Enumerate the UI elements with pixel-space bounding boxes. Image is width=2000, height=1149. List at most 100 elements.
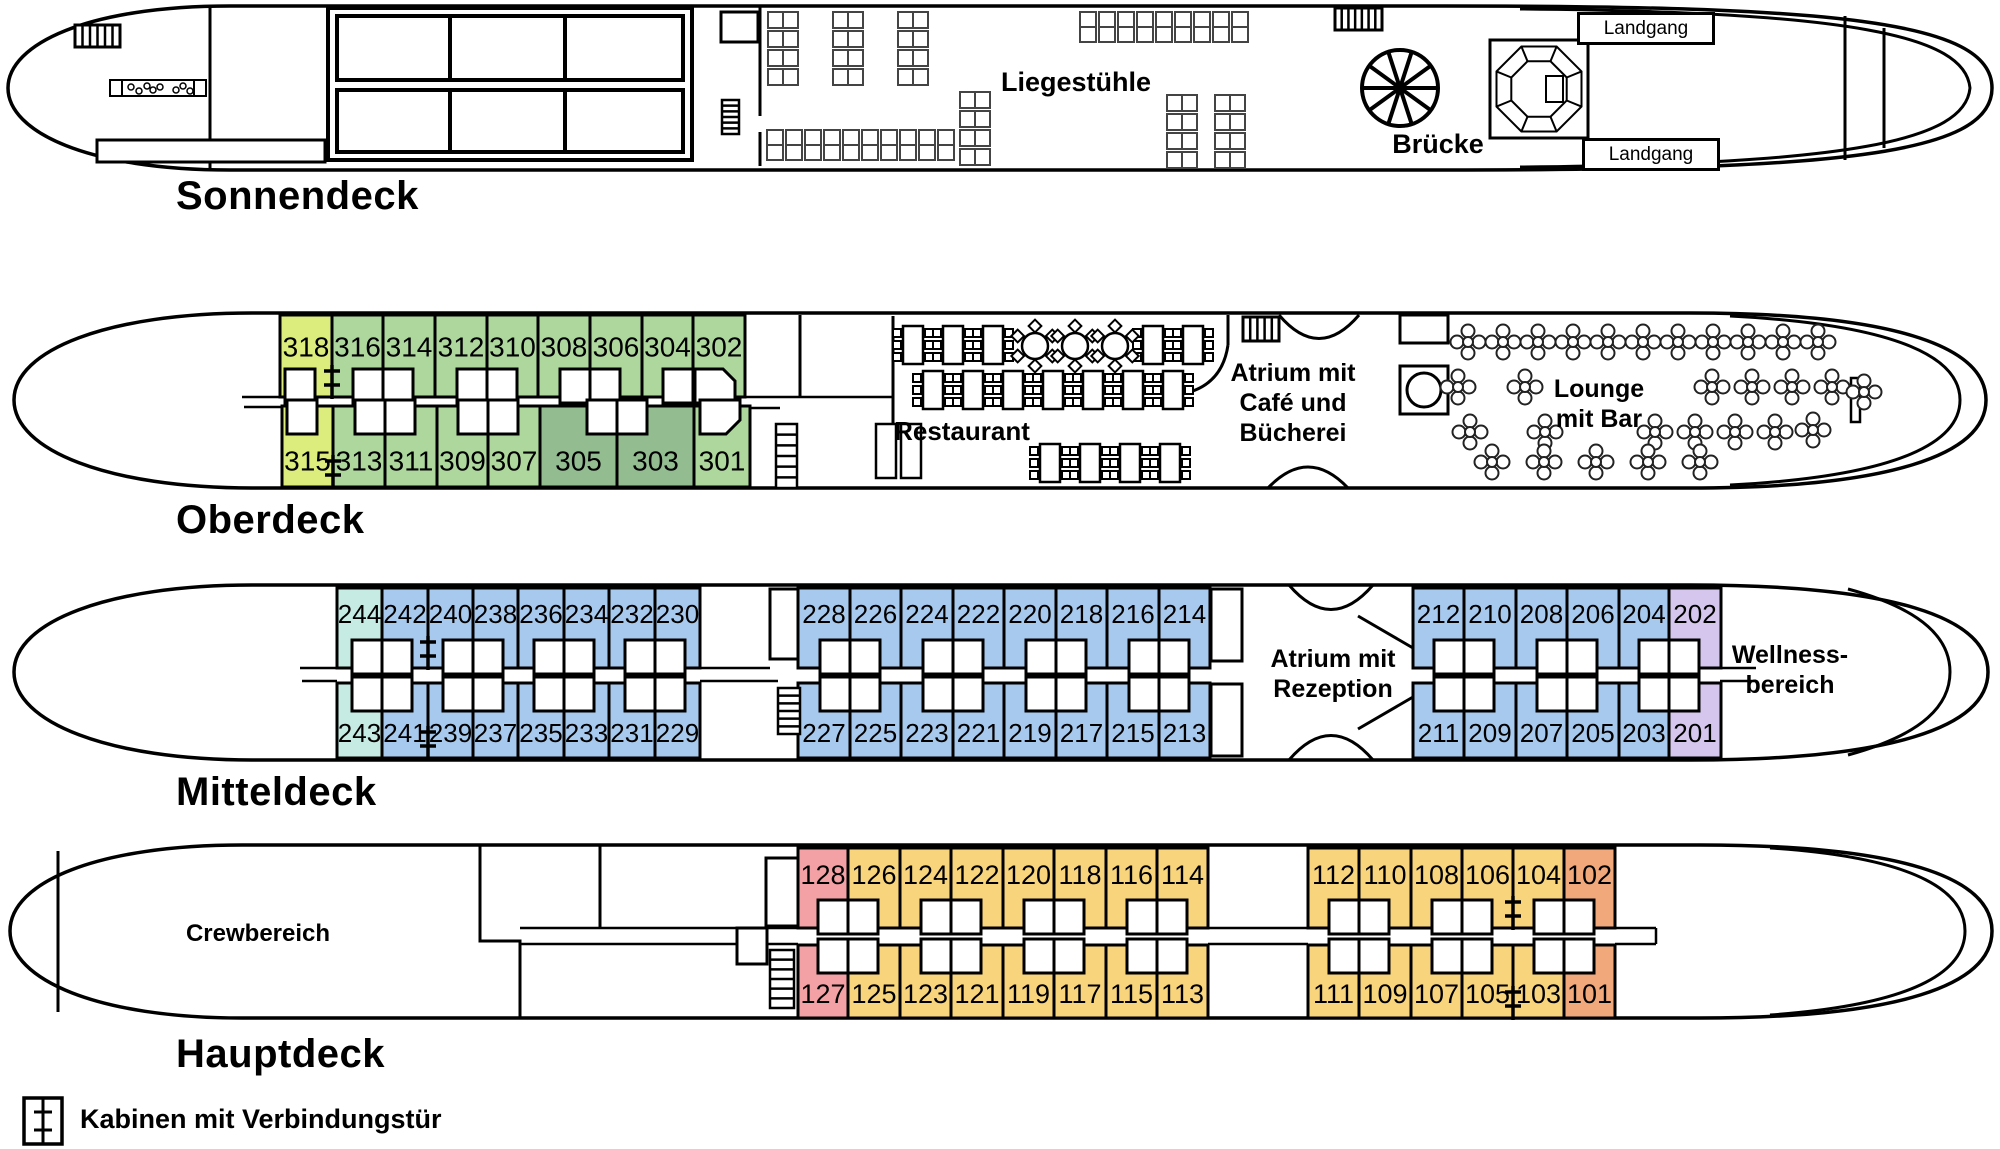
cabin-305 [538,404,619,489]
lounge-seating-icon [1756,413,1794,451]
cabin-number-102: 102 [1567,860,1612,890]
cabin-number-231: 231 [610,718,653,748]
cabin-door [848,638,882,676]
label-liegestuehle: Liegestühle [1000,67,1152,97]
cabin-number-214: 214 [1163,599,1206,629]
bridge-windows-icon [1488,38,1590,140]
cabin-door [1562,898,1596,936]
cabin-number-107: 107 [1414,979,1459,1009]
lounge-seating-icon [1525,443,1563,481]
cabin-door [623,638,657,676]
label-bruecke: Brücke [1392,129,1484,159]
deck-title-sonnendeck: Sonnendeck [176,174,419,218]
lounge-seating-icon [1506,368,1544,406]
cabin-door [380,675,414,713]
lounge-seating-icon [1473,443,1511,481]
sun-lounger-icon [899,129,917,161]
cabin-number-221: 221 [957,718,1000,748]
cabin-number-207: 207 [1520,718,1563,748]
cabin-number-239: 239 [429,718,472,748]
deck-structure [95,138,327,164]
atrium-arc [1287,584,1375,611]
connecting-door-icon [1505,986,1521,1020]
service-room [764,856,800,928]
cabin-door [456,398,490,436]
cabin-door [350,638,384,676]
sun-lounger-icon [832,30,864,48]
cabin-door [283,367,317,405]
cabin-number-226: 226 [854,599,897,629]
cabin-door [848,675,882,713]
cabin-number-115: 115 [1110,979,1153,1009]
cabin-number-223: 223 [905,718,948,748]
round-table-icon [1009,318,1061,374]
sun-lounger-icon [1166,151,1198,169]
cabin-number-306: 306 [593,332,640,363]
sun-lounger-icon [823,129,841,161]
mitteldeck-hull [12,583,1990,762]
sun-lounger-icon [832,68,864,86]
cabin-number-119: 119 [1007,979,1050,1009]
sun-lounger-icon [897,11,929,29]
cabin-door [1022,898,1056,936]
ladder-stairs-icon [774,422,799,490]
sun-lounger-icon [767,49,799,67]
cabin-number-116: 116 [1110,860,1153,890]
service-room [1209,587,1244,663]
dining-table-icon [932,324,974,366]
cabin-door [1432,675,1466,713]
cabin-door [1127,638,1161,676]
stairs-icon [1333,6,1384,32]
cabin-number-111: 111 [1313,979,1354,1009]
lounge-seating-icon [1733,368,1771,406]
cabin-door [1155,937,1189,975]
cabin-number-110: 110 [1363,860,1406,890]
cabin-number-117: 117 [1058,979,1101,1009]
cabin-door [1532,898,1566,936]
deck-title-oberdeck: Oberdeck [176,498,365,542]
dining-table-icon [1172,324,1214,366]
cabin-door [1460,937,1494,975]
cabin-number-211: 211 [1418,718,1459,748]
sun-lounger-icon [1166,132,1198,150]
sun-lounger-icon [918,129,936,161]
cabin-number-126: 126 [851,860,896,890]
connecting-door-icon [420,726,436,760]
sun-lounger-icon [1166,94,1198,112]
cabin-door [1667,675,1701,713]
sun-lounger-icon [767,68,799,86]
cabin-door [1432,638,1466,676]
cabin-door [921,638,955,676]
cabin-door [486,398,520,436]
cabin-number-304: 304 [644,332,691,363]
ladder-stairs-icon [768,948,796,1010]
hauptdeck-hull [8,843,1994,1020]
cabin-door [1155,898,1189,936]
lounge-seating-icon [1577,443,1615,481]
cabin-door [846,937,880,975]
cabin-door [919,937,953,975]
lounge-seating-icon [1716,413,1754,451]
spiral-staircase-icon [1360,48,1440,128]
cabin-door-angled [693,367,737,405]
atrium-arc [1287,734,1375,761]
dining-table-icon [952,369,994,411]
dining-table-icon [1032,369,1074,411]
cabin-number-202: 202 [1673,599,1716,629]
cabin-door [1637,675,1671,713]
lounge-seating-icon [1681,443,1719,481]
cabin-number-227: 227 [802,718,845,748]
lounge-seating-icon [1693,368,1731,406]
sun-lounger-icon [804,129,822,161]
sun-lounger-icon [1212,11,1230,43]
cabin-number-225: 225 [854,718,897,748]
cabin-door [1462,675,1496,713]
lounge-seating-icon [1676,413,1714,451]
cabin-door [351,367,385,405]
cabin-door [562,638,596,676]
cabin-number-219: 219 [1008,718,1051,748]
atrium-arc [1277,314,1361,340]
corridor-line [520,926,1658,946]
sun-lounger-icon [1214,113,1246,131]
